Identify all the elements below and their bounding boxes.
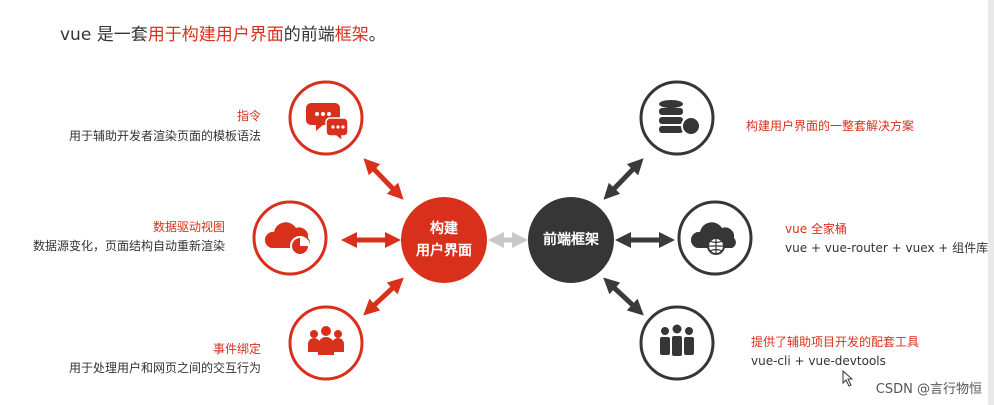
people-group-icon: [308, 326, 344, 355]
directive-title: 指令: [236, 109, 261, 123]
cloud-chart-icon: [264, 222, 310, 256]
watermark: CSDN @言行物恒: [875, 382, 982, 397]
cloud-globe-icon: [690, 222, 736, 255]
directive-desc: 用于辅助开发者渲染页面的模板语法: [68, 129, 261, 143]
node-vue-family: [677, 200, 753, 276]
dev-tools-desc: vue-cli + vue-devtools: [751, 354, 886, 368]
left-hub-label: 构建 用户界面: [416, 221, 472, 259]
data-driven-view-title: 数据驱动视图: [152, 220, 225, 234]
chat-bubbles-icon: [306, 103, 349, 143]
arrow-event-to-hub: [363, 277, 404, 316]
node-directive: [288, 80, 364, 156]
data-driven-view-desc: 数据源变化，页面结构自动重新渲染: [32, 239, 225, 253]
page-heading: vue 是一套用于构建用户界面的前端框架。: [60, 25, 386, 45]
dev-tools-title: 提供了辅助项目开发的配套工具: [751, 335, 920, 349]
arrow-framework-to-solution: [603, 158, 644, 200]
right-hub-circle: [528, 197, 614, 283]
right-hub-label: 前端框架: [543, 232, 599, 248]
node-dev-tools: [639, 305, 715, 381]
vue-family-desc: vue + vue-router + vuex + 组件库: [785, 241, 989, 255]
team-icon: [660, 324, 694, 356]
node-event-binding: [288, 305, 364, 381]
event-binding-desc: 用于处理用户和网页之间的交互行为: [68, 361, 261, 375]
solution-title: 构建用户界面的一整套解决方案: [746, 119, 915, 133]
database-icon: [659, 100, 701, 136]
mouse-cursor-icon: [842, 369, 854, 387]
event-binding-title: 事件绑定: [212, 342, 261, 356]
arrow-framework-to-tools: [603, 277, 644, 316]
node-solution: [639, 80, 715, 156]
arrow-directive-to-hub: [363, 158, 404, 200]
vue-family-title: vue 全家桶: [785, 222, 847, 236]
node-data-driven-view: [252, 200, 328, 276]
left-hub-circle: [401, 197, 487, 283]
right-scrollbar-edge: [988, 0, 994, 405]
